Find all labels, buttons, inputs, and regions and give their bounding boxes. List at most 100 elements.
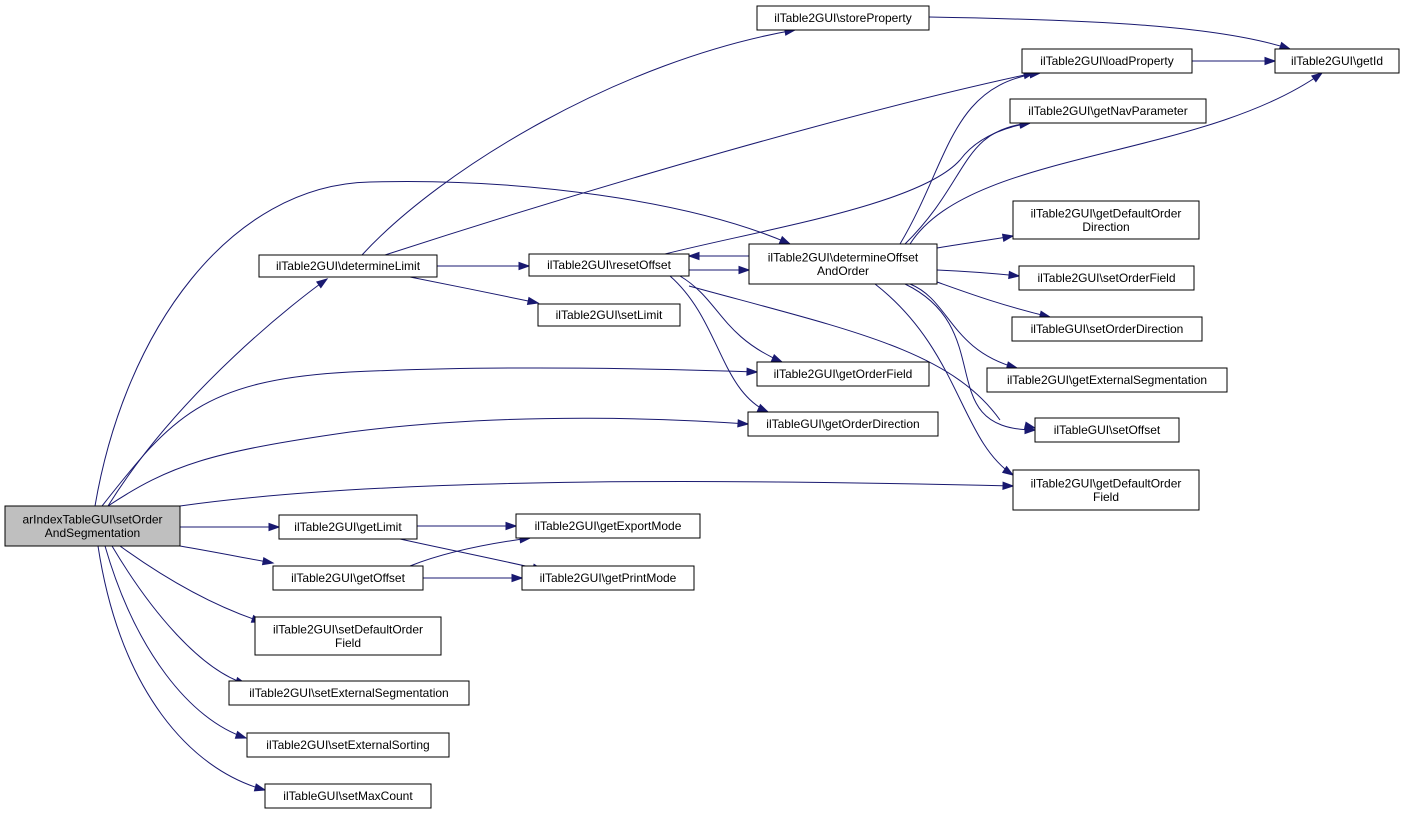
edge-line	[111, 545, 247, 685]
node-storeProperty[interactable]: ilTable2GUI\storeProperty	[756, 5, 930, 31]
edge-line	[909, 283, 1018, 369]
node-label-line: ilTable2GUI\storeProperty	[774, 11, 911, 25]
edge-line	[928, 16, 1291, 50]
arrow-head-icon	[234, 730, 248, 739]
node-label-line: ilTable2GUI\determineOffset	[768, 250, 919, 264]
node-box	[748, 243, 938, 285]
arrow-head-icon	[1278, 41, 1292, 50]
node-setExternalSorting[interactable]: ilTable2GUI\setExternalSorting	[246, 732, 450, 758]
node-setOrderField[interactable]: ilTable2GUI\setOrderField	[1018, 265, 1195, 291]
node-getOrderDirection[interactable]: ilTableGUI\getOrderDirection	[747, 411, 939, 437]
node-label-line: ilTable2GUI\getOrderField	[774, 367, 913, 381]
node-determineLimit[interactable]: ilTable2GUI\determineLimit	[258, 254, 438, 278]
edge-line	[179, 545, 274, 564]
node-box	[254, 616, 442, 656]
edge-line	[409, 276, 539, 304]
edge-line	[119, 545, 263, 623]
edge-root-to-determineOffsetAndOrder	[94, 181, 792, 507]
edge-loadProperty-to-getId	[1192, 56, 1277, 66]
edge-determineOffsetAndOrder-to-setOrderDirection	[936, 281, 1052, 319]
node-label-line: ilTable2GUI\determineLimit	[276, 259, 421, 273]
edge-root-to-getOrderField	[101, 367, 759, 507]
node-label-line: ilTable2GUI\setExternalSorting	[266, 738, 429, 752]
node-setLimit[interactable]: ilTable2GUI\setLimit	[537, 303, 681, 327]
node-box	[756, 361, 930, 387]
edge-determineOffsetAndOrder-to-resetOffset	[687, 251, 750, 261]
node-getExportMode[interactable]: ilTable2GUI\getExportMode	[515, 513, 701, 539]
node-box	[515, 513, 701, 539]
edge-getLimit-to-getExportMode	[417, 521, 518, 531]
node-setOffset[interactable]: ilTableGUI\setOffset	[1034, 417, 1180, 443]
edge-line	[399, 538, 544, 571]
edge-line	[936, 269, 1020, 277]
arrow-head-icon	[738, 265, 751, 275]
edge-line	[361, 29, 796, 256]
node-label-line: AndSegmentation	[45, 526, 140, 540]
edges-layer	[94, 16, 1324, 792]
edge-line	[104, 545, 247, 739]
node-box	[1012, 200, 1200, 240]
arrow-head-icon	[737, 419, 750, 428]
edge-line	[936, 235, 1014, 249]
edge-determineLimit-to-loadProperty	[384, 71, 1036, 256]
node-getNavParameter[interactable]: ilTable2GUI\getNavParameter	[1009, 98, 1207, 124]
node-getId[interactable]: ilTable2GUI\getId	[1274, 48, 1400, 74]
node-getOrderField[interactable]: ilTable2GUI\getOrderField	[756, 361, 930, 387]
arrow-head-icon	[770, 353, 784, 363]
node-label-line: ilTable2GUI\getId	[1291, 54, 1383, 68]
arrow-head-icon	[261, 557, 275, 566]
arrow-head-icon	[778, 235, 792, 245]
node-label-line: ilTableGUI\getOrderDirection	[766, 417, 919, 431]
edge-root-to-getDefaultOrderField	[179, 481, 1015, 507]
node-setExternalSegmentation[interactable]: ilTable2GUI\setExternalSegmentation	[228, 680, 470, 706]
node-getOffset[interactable]: ilTable2GUI\getOffset	[272, 565, 424, 591]
node-label-line: ilTable2GUI\getNavParameter	[1028, 104, 1187, 118]
edge-resetOffset-to-determineOffsetAndOrder	[689, 265, 751, 275]
node-label-line: ilTable2GUI\setLimit	[556, 308, 663, 322]
arrow-head-icon	[1311, 72, 1324, 83]
node-box	[986, 367, 1228, 393]
node-box	[747, 411, 939, 437]
edge-determineOffsetAndOrder-to-setOffset	[904, 283, 1037, 435]
edge-line	[874, 283, 1014, 476]
node-setMaxCount[interactable]: ilTableGUI\setMaxCount	[264, 783, 432, 809]
node-box	[228, 680, 470, 706]
edge-line	[97, 545, 266, 791]
node-label-line: ilTable2GUI\getOffset	[291, 571, 406, 585]
node-box	[537, 303, 681, 327]
arrow-head-icon	[518, 261, 531, 271]
node-label-line: ilTable2GUI\resetOffset	[547, 258, 671, 272]
node-box	[1034, 417, 1180, 443]
edge-determineLimit-to-storeProperty	[361, 27, 797, 256]
node-box	[521, 565, 695, 591]
node-getPrintMode[interactable]: ilTable2GUI\getPrintMode	[521, 565, 695, 591]
node-loadProperty[interactable]: ilTable2GUI\loadProperty	[1021, 48, 1193, 74]
edge-root-to-getLimit	[180, 522, 281, 532]
arrow-head-icon	[1008, 270, 1021, 280]
node-box	[272, 565, 424, 591]
edge-determineOffsetAndOrder-to-getId	[909, 72, 1324, 245]
node-label-line: Field	[1093, 490, 1119, 504]
edge-line	[679, 275, 783, 363]
node-label-line: ilTable2GUI\getPrintMode	[540, 571, 677, 585]
edge-resetOffset-to-getNavParameter	[664, 120, 1032, 255]
node-resetOffset[interactable]: ilTable2GUI\resetOffset	[528, 253, 690, 277]
edge-line	[909, 72, 1323, 245]
node-box	[246, 732, 450, 758]
node-getExternalSegmentation[interactable]: ilTable2GUI\getExternalSegmentation	[986, 367, 1228, 393]
node-setOrderDirection[interactable]: ilTableGUI\setOrderDirection	[1011, 316, 1203, 342]
node-box	[1274, 48, 1400, 74]
node-label-line: AndOrder	[817, 264, 869, 278]
node-getLimit[interactable]: ilTable2GUI\getLimit	[278, 514, 418, 540]
node-label-line: ilTableGUI\setOrderDirection	[1031, 322, 1184, 336]
arrow-head-icon	[526, 296, 540, 305]
node-label-line: ilTable2GUI\getExternalSegmentation	[1007, 373, 1207, 387]
arrow-head-icon	[268, 522, 281, 532]
edge-root-to-determineLimit	[107, 278, 329, 507]
edge-line	[664, 122, 1031, 255]
